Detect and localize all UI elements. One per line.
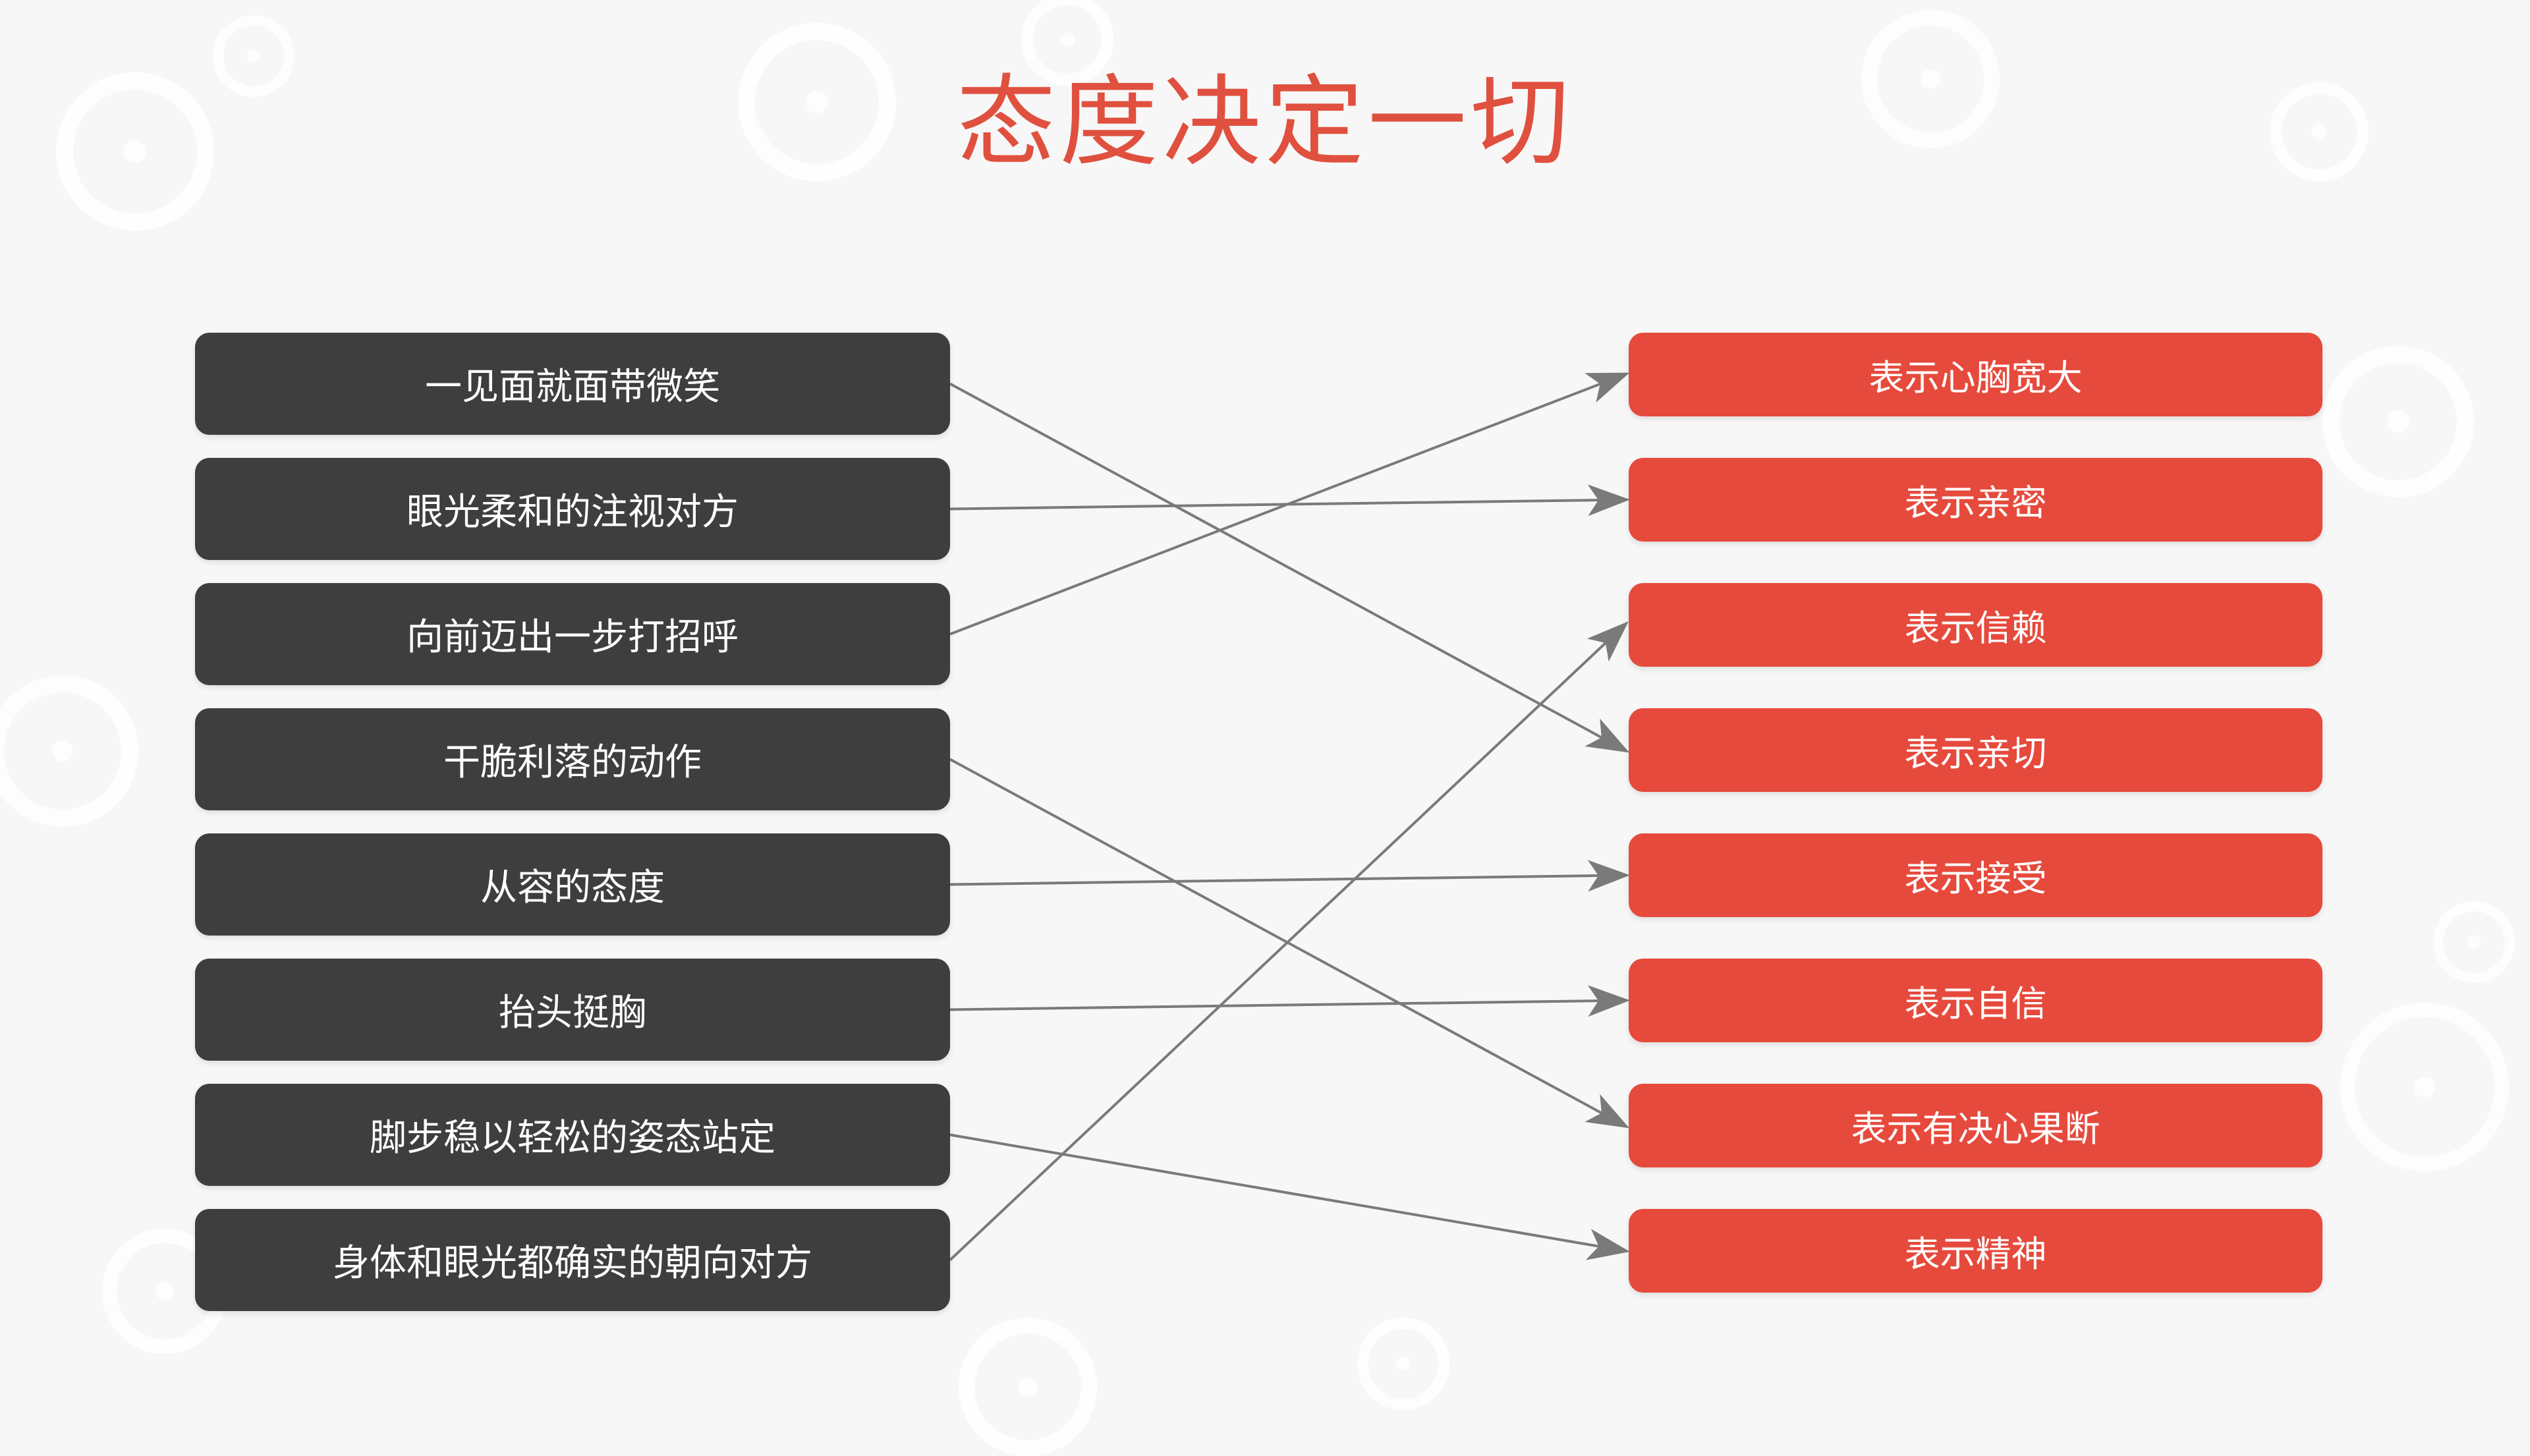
behavior-box-label: 向前迈出一步打招呼 [407,616,739,658]
page-title: 态度决定一切 [956,67,1573,177]
meaning-box-label: 表示精神 [1904,1235,2047,1274]
connector-l8-to-r3 [949,621,1629,1261]
meaning-box-label: 表示亲密 [1904,484,2047,523]
meaning-box-r5[interactable]: 表示接受 [1629,833,2322,917]
connector-l1-to-r4 [949,382,1630,753]
meaning-box-r7[interactable]: 表示有决心果断 [1629,1084,2322,1167]
meanings-column: 表示心胸宽大表示亲密表示信赖表示亲切表示接受表示自信表示有决心果断表示精神 [1629,333,2322,1293]
meaning-box-label: 表示信赖 [1904,609,2047,648]
behavior-box-l4[interactable]: 干脆利落的动作 [195,708,950,810]
behavior-box-l7[interactable]: 脚步稳以轻松的姿态站定 [195,1084,950,1186]
meaning-box-label: 表示心胸宽大 [1869,358,2083,398]
behavior-box-l2[interactable]: 眼光柔和的注视对方 [195,458,950,560]
connector-l5-to-r5 [949,860,1630,892]
meaning-box-label: 表示有决心果断 [1851,1109,2100,1149]
behavior-box-l6[interactable]: 抬头挺胸 [195,959,950,1061]
behavior-box-label: 身体和眼光都确实的朝向对方 [333,1242,812,1283]
behavior-box-label: 一见面就面带微笑 [425,366,720,407]
behavior-box-l3[interactable]: 向前迈出一步打招呼 [195,583,950,685]
slide-stage: 态度决定一切 一见面就面带微笑眼光柔和的注视对方向前迈出一步打招呼干脆利落的动作… [195,67,2322,1311]
connector-l6-to-r6 [949,985,1630,1017]
connector-l3-to-r1 [949,372,1630,636]
behavior-box-label: 从容的态度 [480,866,665,908]
behavior-box-l5[interactable]: 从容的态度 [195,833,950,936]
meaning-box-r2[interactable]: 表示亲密 [1629,458,2322,542]
behavior-box-label: 抬头挺胸 [499,992,646,1033]
meaning-box-r3[interactable]: 表示信赖 [1629,583,2322,667]
behavior-box-label: 干脆利落的动作 [443,741,702,783]
meaning-box-r6[interactable]: 表示自信 [1629,959,2322,1042]
behavior-box-l8[interactable]: 身体和眼光都确实的朝向对方 [195,1209,950,1311]
meaning-box-label: 表示接受 [1904,859,2047,899]
behavior-box-label: 眼光柔和的注视对方 [407,491,739,532]
meaning-box-r8[interactable]: 表示精神 [1629,1209,2322,1293]
meaning-box-r1[interactable]: 表示心胸宽大 [1629,333,2322,416]
behavior-box-l1[interactable]: 一见面就面带微笑 [195,333,950,435]
meaning-box-label: 表示亲切 [1904,734,2047,773]
behaviors-column: 一见面就面带微笑眼光柔和的注视对方向前迈出一步打招呼干脆利落的动作从容的态度抬头… [195,333,950,1311]
behavior-box-label: 脚步稳以轻松的姿态站定 [370,1117,775,1158]
connector-arrow-layer [949,372,1630,1261]
meaning-box-label: 表示自信 [1904,984,2047,1024]
meaning-box-r4[interactable]: 表示亲切 [1629,708,2322,792]
